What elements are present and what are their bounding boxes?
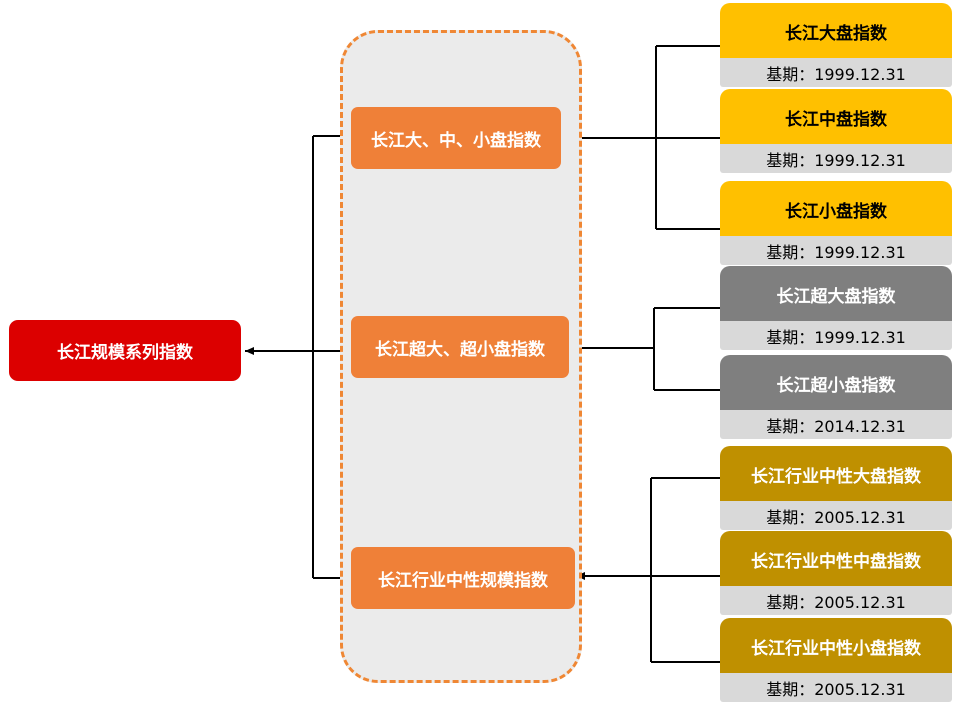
group1-connector <box>563 45 720 230</box>
group-node-industry-neutral: 长江行业中性规模指数 <box>351 547 575 609</box>
card-base-date: 基期：1999.12.31 <box>720 58 952 87</box>
root-connector <box>245 135 351 579</box>
index-card-neutral-small: 长江行业中性小盘指数 基期：2005.12.31 <box>720 618 952 702</box>
group3-connector <box>576 477 720 663</box>
index-card-neutral-large: 长江行业中性大盘指数 基期：2005.12.31 <box>720 446 952 530</box>
index-card-super-large: 长江超大盘指数 基期：1999.12.31 <box>720 266 952 350</box>
card-base-date: 基期：2014.12.31 <box>720 410 952 439</box>
card-title: 长江行业中性小盘指数 <box>720 618 952 680</box>
group-node-label: 长江超大、超小盘指数 <box>375 339 545 360</box>
card-base-date: 基期：1999.12.31 <box>720 144 952 173</box>
card-title: 长江大盘指数 <box>720 3 952 65</box>
card-title: 长江行业中性大盘指数 <box>720 446 952 508</box>
index-card-large: 长江大盘指数 基期：1999.12.31 <box>720 3 952 87</box>
group-node-label: 长江大、中、小盘指数 <box>371 130 541 151</box>
card-title: 长江超小盘指数 <box>720 355 952 417</box>
group-node-large-mid-small: 长江大、中、小盘指数 <box>351 107 561 169</box>
root-node: 长江规模系列指数 <box>9 320 241 381</box>
index-card-neutral-mid: 长江行业中性中盘指数 基期：2005.12.31 <box>720 531 952 615</box>
card-base-date: 基期：1999.12.31 <box>720 321 952 350</box>
index-card-mid: 长江中盘指数 基期：1999.12.31 <box>720 89 952 173</box>
card-base-date: 基期：1999.12.31 <box>720 236 952 265</box>
card-title: 长江小盘指数 <box>720 181 952 243</box>
card-title: 长江中盘指数 <box>720 89 952 151</box>
card-title: 长江行业中性中盘指数 <box>720 531 952 593</box>
card-base-date: 基期：2005.12.31 <box>720 586 952 615</box>
card-base-date: 基期：2005.12.31 <box>720 673 952 702</box>
index-card-super-small: 长江超小盘指数 基期：2014.12.31 <box>720 355 952 439</box>
group-node-super-large-small: 长江超大、超小盘指数 <box>351 316 569 378</box>
group-node-label: 长江行业中性规模指数 <box>378 570 548 591</box>
group2-connector <box>570 307 720 391</box>
index-card-small: 长江小盘指数 基期：1999.12.31 <box>720 181 952 265</box>
card-base-date: 基期：2005.12.31 <box>720 501 952 530</box>
card-title: 长江超大盘指数 <box>720 266 952 328</box>
root-label: 长江规模系列指数 <box>57 343 193 363</box>
